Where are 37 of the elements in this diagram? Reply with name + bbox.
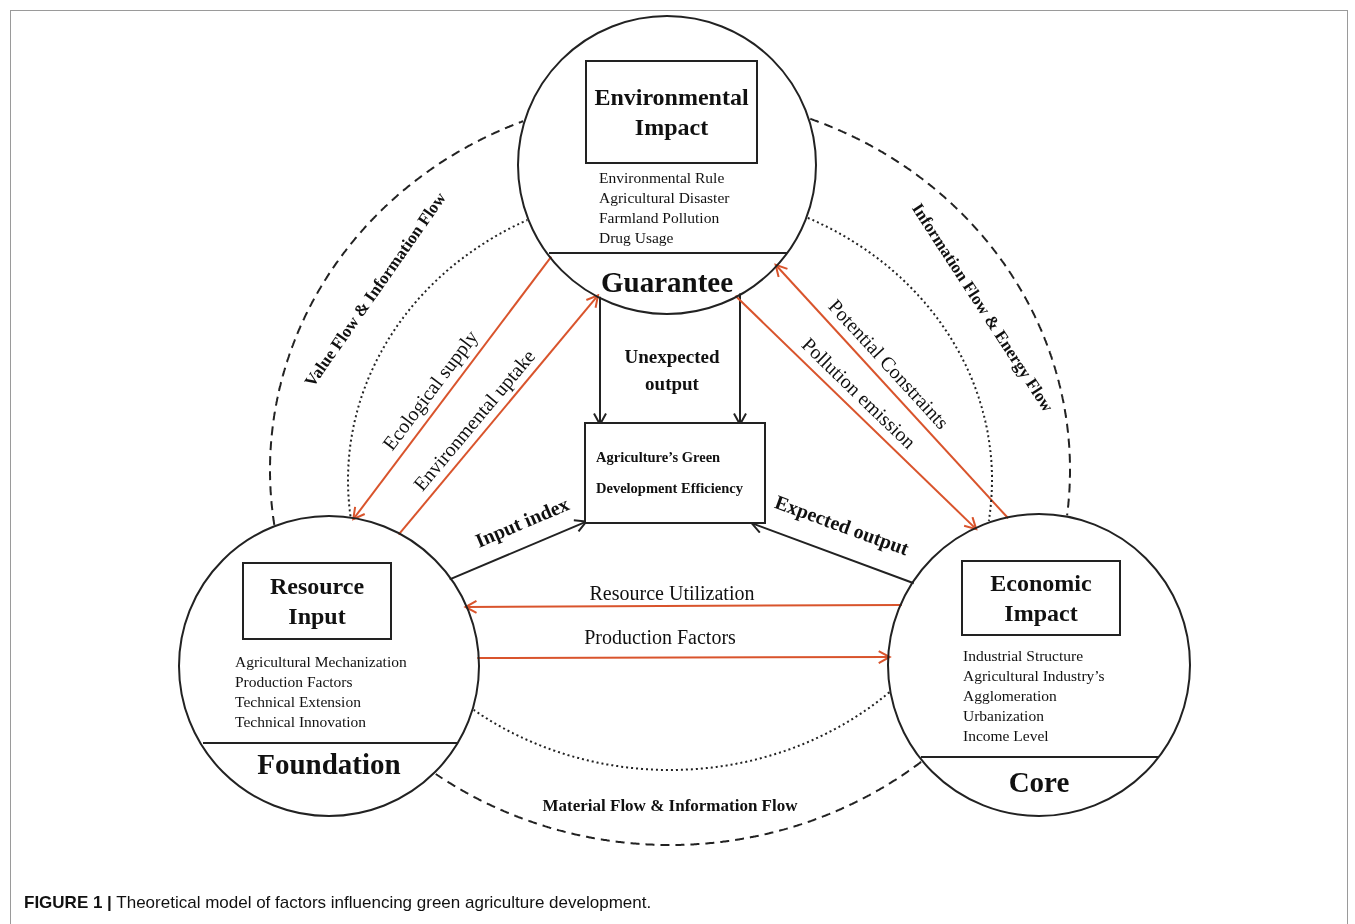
title-box: [961, 560, 1121, 636]
list-item: Agricultural Industry’s Agglomeration: [963, 666, 1106, 706]
dashed-arc: [269, 120, 525, 526]
list-item: Technical Innovation: [235, 712, 367, 732]
dashed-arc: [806, 216, 993, 522]
list-item: Technical Extension: [235, 692, 361, 712]
edge-label: Production Factors: [584, 626, 736, 648]
list-item: Farmland Pollution: [599, 208, 720, 228]
list-item: Production Factors: [235, 672, 353, 692]
circle-heading: Core: [1007, 765, 1071, 799]
list-item: Agricultural Mechanization: [235, 652, 407, 672]
box-title: Economic Impact: [989, 569, 1093, 628]
dashed-arc: [472, 691, 891, 771]
list-item: Drug Usage: [599, 228, 674, 248]
arrow: [397, 294, 599, 536]
flow-label: Unexpected output: [623, 345, 721, 396]
circle-heading: Foundation: [256, 747, 402, 781]
list-item: Urbanization: [963, 706, 1044, 726]
title-box: [242, 562, 392, 640]
dashed-arc: [434, 760, 923, 846]
list-item: Environmental Rule: [599, 168, 725, 188]
box-title: Environmental Impact: [593, 83, 750, 142]
box-title: Agriculture’s Green Development Efficiency: [596, 448, 744, 498]
edge-label: Resource Utilization: [589, 582, 755, 604]
edge-label: Material Flow & Information Flow: [542, 796, 798, 816]
outcome-box: [584, 422, 766, 524]
list-item: Agricultural Disaster: [599, 188, 730, 208]
list-item: Income Level: [963, 726, 1049, 746]
edge-label: Input index: [471, 492, 573, 552]
circle-node: [517, 15, 817, 315]
figure-caption: FIGURE 1 | Theoretical model of factors influencing green agriculture development.: [24, 893, 652, 913]
box-title: Resource Input: [268, 572, 366, 631]
dashed-arc: [809, 117, 1071, 517]
title-box: [585, 60, 758, 164]
list-item: Industrial Structure: [963, 646, 1084, 666]
circle-heading: Guarantee: [599, 265, 735, 299]
dashed-arc: [347, 219, 529, 518]
